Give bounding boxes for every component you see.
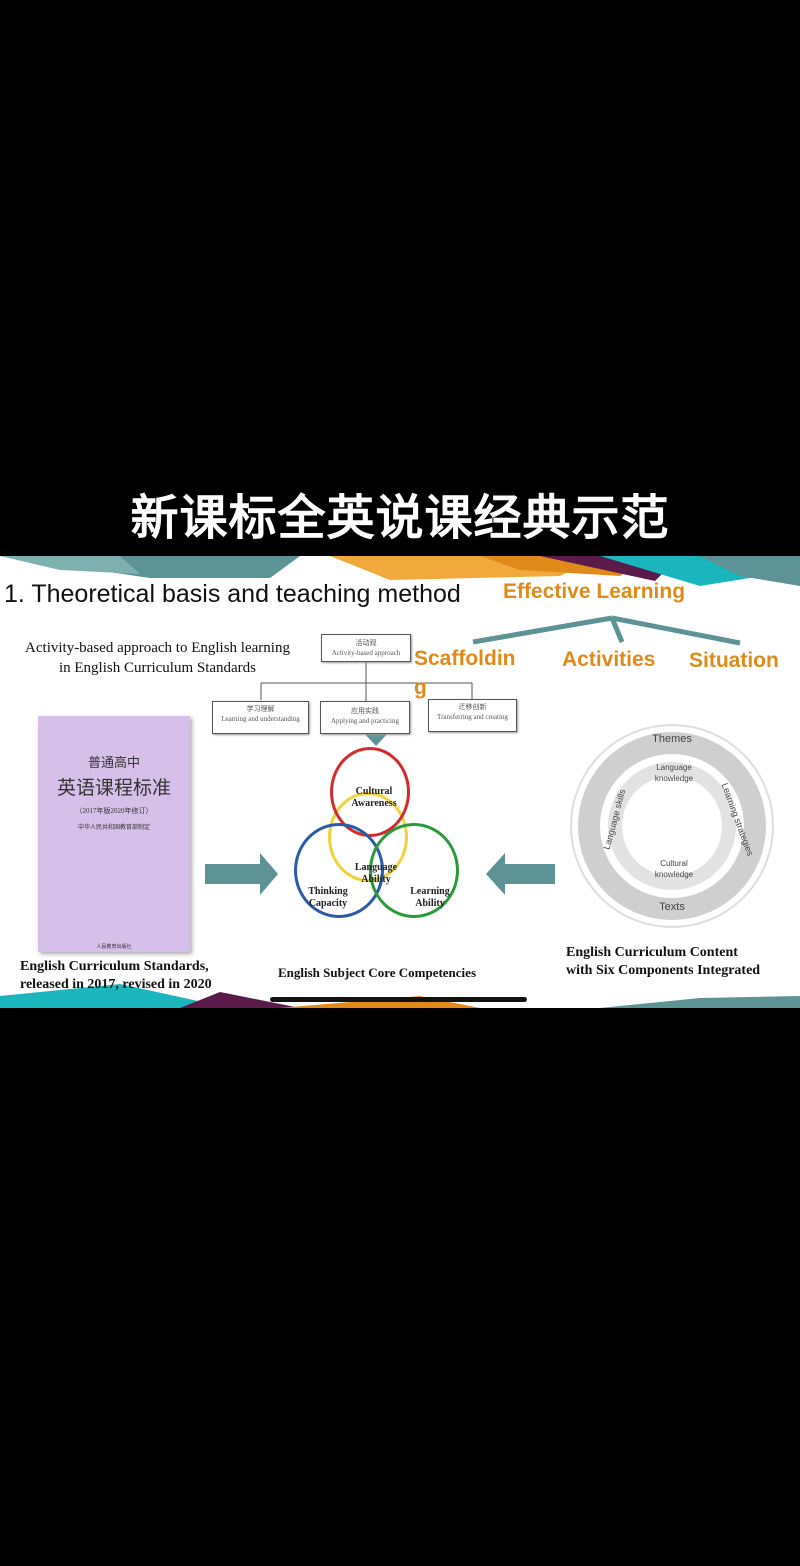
- venn-label-learning: Learning Ability: [410, 886, 450, 909]
- flow-root: 活动观 Activity-based approach: [321, 634, 411, 662]
- venn-caption: English Subject Core Competencies: [278, 965, 477, 980]
- branch-activities: Activities: [562, 648, 656, 671]
- venn-label-thinking: Thinking Capacity: [308, 886, 348, 909]
- branch-situation: Situation: [689, 649, 779, 672]
- book-line: 普通高中: [87, 755, 140, 770]
- activity-caption-line: in English Curriculum Standards: [58, 660, 257, 676]
- activity-caption: Activity-based approach to English learn…: [0, 638, 315, 678]
- flow-child-en: Learning and understanding: [221, 715, 300, 723]
- book-line: 中华人民共和国教育部制定: [77, 825, 150, 831]
- flow-child: 迁移创新 Transferring and creating: [428, 699, 517, 732]
- flow-child-cn: 应用实践: [351, 707, 379, 715]
- flow-root-en: Activity-based approach: [331, 649, 401, 657]
- book-line: （2017年版2020年修订）: [75, 807, 153, 815]
- branch-scaffolding: Scaffoldin: [414, 647, 516, 670]
- wheel-language-knowledge: Language knowledge: [654, 763, 694, 783]
- venn-label-cultural: Cultural Awareness: [351, 786, 397, 809]
- slide-heading: 1. Theoretical basis and teaching method: [4, 580, 461, 608]
- slide: 1. Theoretical basis and teaching method…: [0, 556, 800, 1008]
- wheel-cultural-knowledge: Cultural knowledge: [654, 859, 694, 879]
- video-title: 新课标全英说课经典示范: [130, 490, 670, 546]
- flow-child-en: Transferring and creating: [437, 713, 508, 721]
- effective-learning-title: Effective Learning: [503, 580, 686, 603]
- wheel-texts: Texts: [659, 901, 685, 913]
- wheel-caption: English Curriculum Content with Six Comp…: [566, 944, 760, 980]
- curriculum-content-wheel: Themes Texts Language knowledge Learning…: [570, 724, 774, 928]
- core-competencies-venn: Cultural Awareness Language Ability Thin…: [276, 747, 498, 986]
- flow-child: 应用实践 Applying and practicing: [320, 701, 410, 734]
- flow-root-cn: 活动观: [355, 639, 377, 647]
- curriculum-book-cover: 普通高中 英语课程标准 （2017年版2020年修订） 中华人民共和国教育部制定…: [38, 716, 190, 952]
- flow-child: 学习理解 Learning and understanding: [212, 701, 309, 734]
- wheel-caption-line: English Curriculum Content: [566, 945, 738, 960]
- venn-label-language: Language Ability: [354, 862, 398, 885]
- flow-child-cn: 学习理解: [246, 705, 275, 713]
- slide-decoration: [0, 556, 800, 1008]
- book-caption-line: released in 2017, revised in 2020: [20, 977, 212, 992]
- book-caption-line: English Curriculum Standards,: [20, 959, 209, 974]
- wheel-themes: Themes: [652, 733, 692, 745]
- book-publisher: 人民教育出版社: [96, 945, 132, 950]
- flow-child-en: Applying and practicing: [330, 717, 400, 725]
- activity-caption-line: Activity-based approach to English learn…: [25, 640, 290, 656]
- wheel-caption-line: with Six Components Integrated: [566, 963, 761, 978]
- branch-scaffolding-wrap: g: [414, 676, 427, 699]
- book-title: 英语课程标准: [56, 778, 171, 799]
- flow-child-cn: 迁移创新: [458, 703, 487, 711]
- venn-circle-learning: [369, 823, 459, 918]
- book-caption: English Curriculum Standards, released i…: [20, 958, 212, 994]
